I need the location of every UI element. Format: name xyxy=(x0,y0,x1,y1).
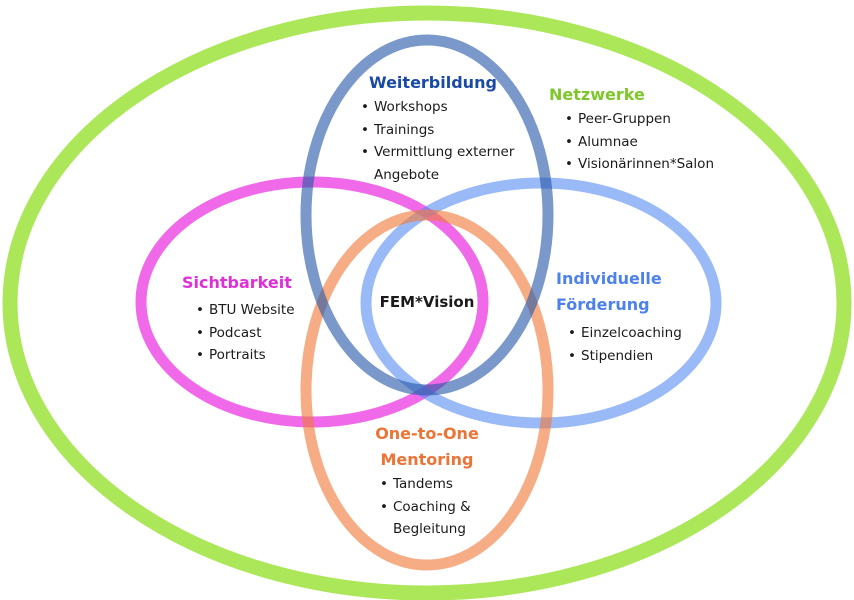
list-item: Visionärinnen*Salon xyxy=(565,153,714,176)
netzwerke-title: Netzwerke xyxy=(549,85,645,104)
individuelle-list: Einzelcoaching Stipendien xyxy=(568,322,682,367)
weiterbildung-list: Workshops Trainings Vermittlung externer… xyxy=(361,96,524,186)
individuelle-title-line2: Förderung xyxy=(556,295,650,314)
netzwerke-list: Peer-Gruppen Alumnae Visionärinnen*Salon xyxy=(565,108,714,176)
list-item: Einzelcoaching xyxy=(568,322,682,345)
list-item: Vermittlung externer Angebote xyxy=(361,141,524,186)
individuelle-foerderung-group: Individuelle Förderung Einzelcoaching St… xyxy=(556,266,682,367)
list-item: Portraits xyxy=(196,344,295,367)
netzwerke-group: Netzwerke Peer-Gruppen Alumnae Visionäri… xyxy=(549,82,714,176)
sichtbarkeit-list: BTU Website Podcast Portraits xyxy=(196,299,295,367)
individuelle-title-line1: Individuelle xyxy=(556,269,662,288)
list-item: Stipendien xyxy=(568,345,682,368)
list-item: Peer-Gruppen xyxy=(565,108,714,131)
mentoring-group: One-to-One Mentoring Tandems Coaching & … xyxy=(362,421,492,541)
netzwerke-outer-ellipse xyxy=(2,5,852,600)
list-item: Tandems xyxy=(380,473,492,496)
weiterbildung-ellipse xyxy=(300,34,554,396)
list-item: Trainings xyxy=(361,119,524,142)
list-item: Coaching & Begleitung xyxy=(380,496,488,541)
mentoring-title-line1: One-to-One xyxy=(375,424,479,443)
mentoring-title-line2: Mentoring xyxy=(380,450,474,469)
list-item: BTU Website xyxy=(196,299,295,322)
weiterbildung-title: Weiterbildung xyxy=(369,73,497,92)
list-item: Podcast xyxy=(196,322,295,345)
sichtbarkeit-title: Sichtbarkeit xyxy=(182,273,292,292)
weiterbildung-group: Weiterbildung Workshops Trainings Vermit… xyxy=(361,70,524,186)
list-item: Workshops xyxy=(361,96,524,119)
sichtbarkeit-group: Sichtbarkeit BTU Website Podcast Portrai… xyxy=(182,270,295,367)
center-label: FEM*Vision xyxy=(379,293,475,311)
list-item: Alumnae xyxy=(565,131,714,154)
mentoring-ellipse xyxy=(300,209,554,571)
mentoring-list: Tandems Coaching & Begleitung xyxy=(380,473,492,541)
